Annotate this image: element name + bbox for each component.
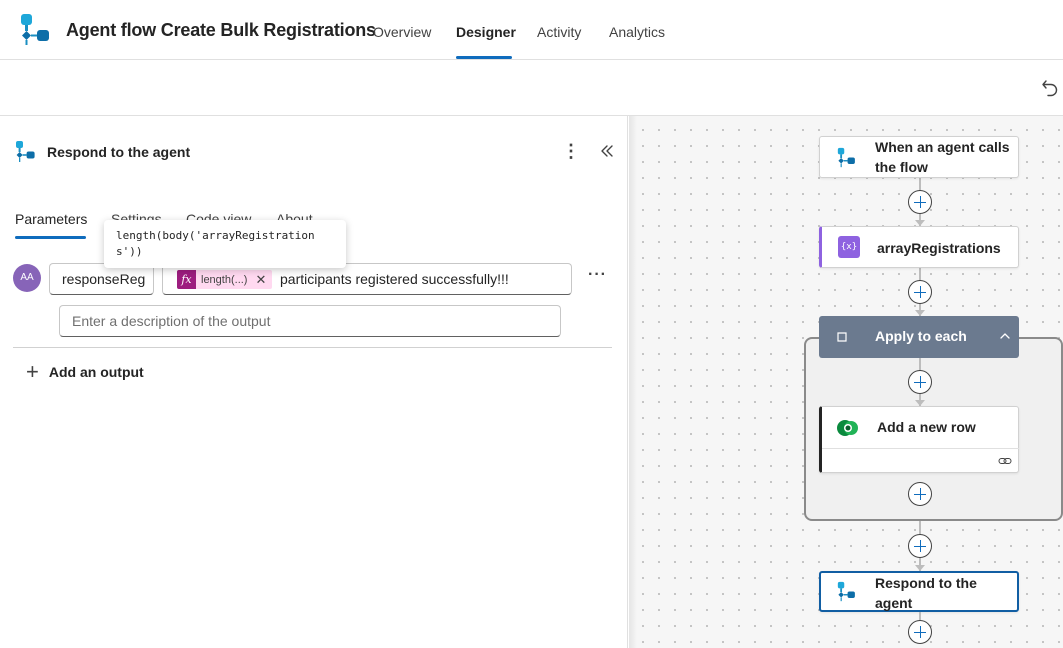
tab-designer[interactable]: Designer xyxy=(456,24,516,40)
agent-flow-logo-icon xyxy=(21,14,49,45)
add-step-button[interactable] xyxy=(908,534,932,558)
output-description-field[interactable]: Enter a description of the output xyxy=(59,305,561,337)
add-step-button[interactable] xyxy=(908,482,932,506)
connector-arrow xyxy=(915,565,925,571)
add-output-label: Add an output xyxy=(48,364,144,380)
app-header: Agent flow Create Bulk Registrations Ove… xyxy=(0,0,1063,60)
respond-node[interactable]: Respond to the agent xyxy=(819,571,1019,612)
tab-overview[interactable]: Overview xyxy=(373,24,432,40)
node-divider xyxy=(822,448,1019,449)
add-step-button[interactable] xyxy=(908,620,932,644)
flow-canvas[interactable]: When an agent calls the flow {x} arrayRe… xyxy=(629,116,1063,648)
add-step-button[interactable] xyxy=(908,370,932,394)
output-type-avatar: AA xyxy=(13,264,41,292)
connector-arrow xyxy=(915,310,925,316)
row-more-options-icon[interactable]: ··· xyxy=(588,266,607,283)
trigger-node-label-line2: the flow xyxy=(875,159,928,175)
trigger-node-label-line1: When an agent calls xyxy=(875,139,1010,155)
action-details-panel: Respond to the agent ⋮ Parameters Settin… xyxy=(0,116,628,648)
variable-node-label: arrayRegistrations xyxy=(877,240,1001,256)
add-output-button[interactable]: + Add an output xyxy=(26,359,144,384)
toolbar xyxy=(0,60,1063,116)
tab-analytics[interactable]: Analytics xyxy=(609,24,666,40)
undo-icon[interactable] xyxy=(1040,78,1060,98)
loop-icon xyxy=(837,332,847,342)
divider xyxy=(13,347,612,348)
agent-flow-icon xyxy=(837,581,855,602)
respond-node-label-line2: agent xyxy=(875,595,913,611)
agent-flow-icon xyxy=(16,141,35,162)
tab-parameters[interactable]: Parameters xyxy=(15,211,88,227)
expression-token[interactable]: fx length(...) ✕ xyxy=(177,270,273,289)
active-tab-indicator xyxy=(456,56,512,59)
page-title: Agent flow Create Bulk Registrations xyxy=(66,20,376,40)
connector-arrow xyxy=(915,400,925,406)
dataverse-icon xyxy=(837,420,858,436)
panel-title: Respond to the agent xyxy=(47,144,191,160)
apply-to-each-label: Apply to each xyxy=(875,328,967,344)
canvas-edge-shadow xyxy=(629,116,637,648)
respond-node-label-line1: Respond to the xyxy=(875,575,977,591)
fx-icon: fx xyxy=(177,270,196,289)
more-options-icon[interactable]: ⋮ xyxy=(562,141,580,161)
link-icon[interactable] xyxy=(998,455,1012,467)
add-step-button[interactable] xyxy=(908,280,932,304)
variable-node[interactable]: {x} arrayRegistrations xyxy=(819,226,1019,268)
tab-activity[interactable]: Activity xyxy=(537,24,582,40)
active-panel-tab-indicator xyxy=(15,236,86,239)
variable-icon: {x} xyxy=(838,236,860,258)
add-row-node-label: Add a new row xyxy=(877,419,976,435)
plus-icon: + xyxy=(26,359,39,384)
trigger-node[interactable]: When an agent calls the flow xyxy=(819,136,1019,178)
output-value-field[interactable]: fx length(...) ✕ participants registered… xyxy=(162,263,572,295)
agent-flow-icon xyxy=(837,147,855,168)
collapse-panel-icon[interactable] xyxy=(597,140,617,162)
chevron-up-icon[interactable] xyxy=(999,330,1011,342)
connector-line xyxy=(919,612,921,620)
expression-token-label: length(...) xyxy=(201,273,248,286)
add-row-node[interactable]: Add a new row xyxy=(819,406,1019,473)
add-step-button[interactable] xyxy=(908,190,932,214)
connector-arrow xyxy=(915,220,925,226)
apply-to-each-header[interactable]: Apply to each xyxy=(819,316,1019,358)
output-name-field[interactable]: responseReg xyxy=(49,263,154,295)
output-value-text: participants registered successfully!!! xyxy=(280,271,509,287)
remove-token-icon[interactable]: ✕ xyxy=(255,272,267,287)
expression-tooltip: length(body('arrayRegistration s')) xyxy=(104,220,346,268)
